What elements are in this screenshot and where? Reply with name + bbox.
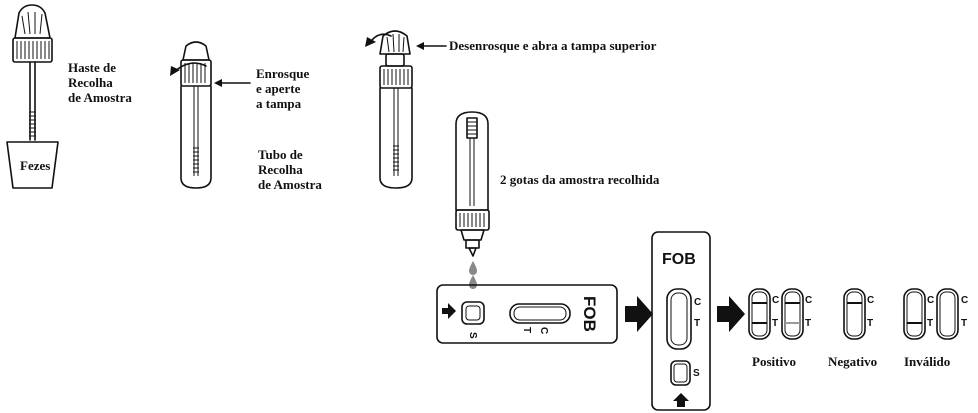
horizontal-c-label: C <box>538 327 549 334</box>
collection-tube-opening <box>365 30 413 189</box>
sampling-stick-illustration <box>6 4 59 189</box>
horizontal-fob-label: FOB <box>580 296 599 332</box>
inv2-t-label: T <box>961 318 967 329</box>
inv2-c-label: C <box>961 295 968 306</box>
horizontal-s-label: S <box>467 332 478 339</box>
pos2-c-label: C <box>805 295 812 306</box>
vertical-s-label: S <box>693 368 700 379</box>
vertical-t-label: T <box>694 318 700 329</box>
pos1-t-label: T <box>772 318 778 329</box>
desenrosque-label: Desenrosque e abra a tampa superior <box>449 38 657 53</box>
horizontal-t-label: T <box>521 327 532 333</box>
vertical-cassette: FOB C T S <box>651 231 711 411</box>
vertical-fob-label: FOB <box>662 251 696 268</box>
neg-t-label: T <box>867 318 873 329</box>
result-positive-weak: C T <box>781 288 812 340</box>
collection-tube-inverted <box>455 111 490 289</box>
enrosque-label: Enrosque e aperte a tampa <box>256 66 312 111</box>
pos1-c-label: C <box>772 295 779 306</box>
step-arrow-icon <box>625 296 653 332</box>
invalido-label: Inválido <box>904 354 950 369</box>
haste-label: Haste de Recolha de Amostra <box>68 60 132 105</box>
result-arrow-icon <box>717 296 745 332</box>
result-positive-strong: C T <box>748 288 779 340</box>
collection-tube-closed <box>170 41 212 189</box>
tubo-label: Tubo de Recolha de Amostra <box>258 147 322 192</box>
positivo-label: Positivo <box>752 354 796 369</box>
result-invalid-no-lines: C T <box>936 288 968 340</box>
vertical-c-label: C <box>694 297 701 308</box>
gotas-label: 2 gotas da amostra recolhida <box>500 172 660 187</box>
neg-c-label: C <box>867 295 874 306</box>
result-negative: C T <box>843 288 874 340</box>
fezes-label: Fezes <box>20 158 50 173</box>
inv1-t-label: T <box>927 318 933 329</box>
inv1-c-label: C <box>927 295 934 306</box>
negativo-label: Negativo <box>828 354 877 369</box>
result-invalid-t-only: C T <box>903 288 934 340</box>
pos2-t-label: T <box>805 318 811 329</box>
horizontal-cassette: S C T FOB <box>436 284 618 344</box>
